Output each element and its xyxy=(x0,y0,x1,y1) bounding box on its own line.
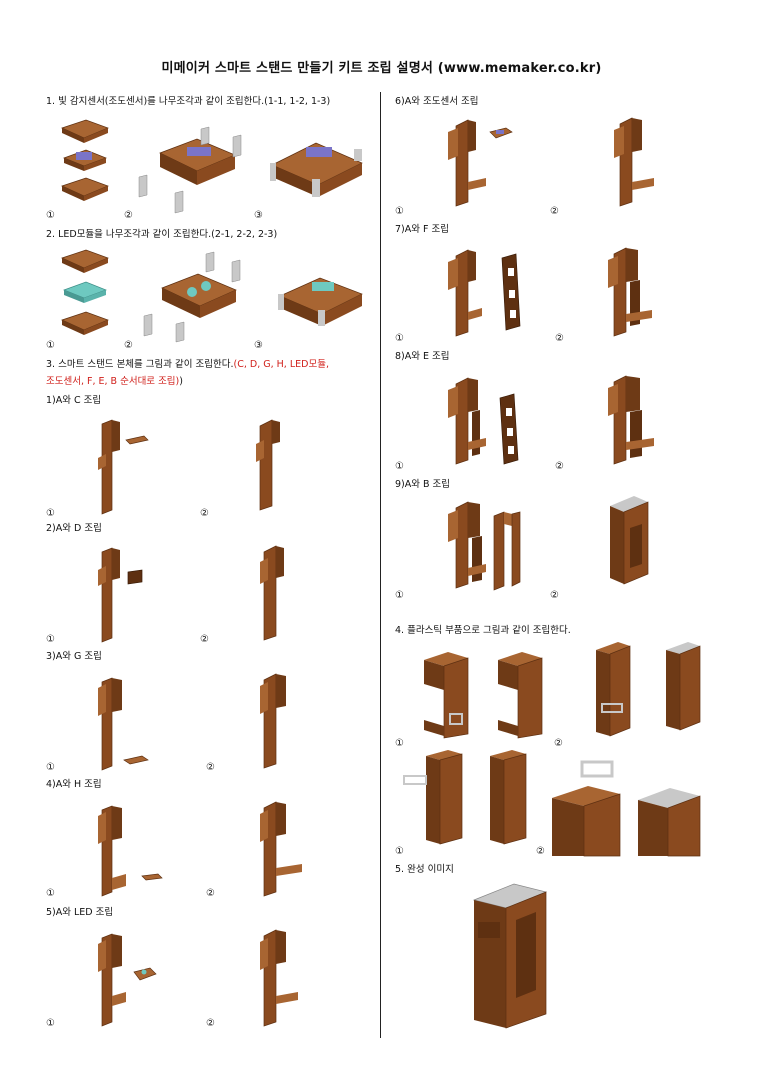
label-3-8-1: ① xyxy=(395,461,404,472)
fig-3-7-2 xyxy=(606,244,662,336)
sub-5-text: 5)A와 LED 조립 xyxy=(46,906,113,919)
fig-4-1a xyxy=(418,650,478,738)
fig-4-2b xyxy=(660,640,710,734)
sub-3-text: 3)A와 G 조립 xyxy=(46,650,102,663)
fig-3-3-1 xyxy=(98,672,158,772)
step-3-red-2: 조도센서, F, E, B 순서대로 조립) xyxy=(46,376,179,387)
fig-2-1 xyxy=(58,248,113,340)
label-3-6-2: ② xyxy=(550,206,559,217)
label-3-3-1: ① xyxy=(46,762,55,773)
fig-1-3 xyxy=(268,125,368,205)
label-2-1: ① xyxy=(46,340,55,351)
label-3-9-2: ② xyxy=(550,590,559,601)
sub-8-text: 8)A와 E 조립 xyxy=(395,350,450,363)
sub-6-text: 6)A와 조도센서 조립 xyxy=(395,95,478,108)
step-5-text: 5. 완성 이미지 xyxy=(395,863,454,876)
fig-3-2-2 xyxy=(258,544,288,640)
fig-3-4-2 xyxy=(258,800,308,896)
page-title: 미메이커 스마트 스탠드 만들기 키트 조립 설명서 (www.memaker.… xyxy=(0,57,763,76)
label-3-4-2: ② xyxy=(206,888,215,899)
fig-2-2 xyxy=(140,250,250,342)
fig-3-1-1 xyxy=(98,414,158,514)
fig-3-6-2 xyxy=(612,114,662,206)
fig-4-2a xyxy=(590,640,640,740)
sub-7-text: 7)A와 F 조립 xyxy=(395,223,449,236)
step-3-black: 3. 스마트 스탠드 본체를 그림과 같이 조립한다. xyxy=(46,359,234,370)
sub-9-text: 9)A와 B 조립 xyxy=(395,478,450,491)
label-4-4: ② xyxy=(536,846,545,857)
label-2-3: ③ xyxy=(254,340,263,351)
fig-4-4b xyxy=(634,784,706,856)
label-2-2: ② xyxy=(124,340,133,351)
label-3-5-1: ① xyxy=(46,1018,55,1029)
label-4-3: ① xyxy=(395,846,404,857)
step-3-close: ) xyxy=(179,376,183,387)
fig-3-2-1 xyxy=(98,542,158,642)
fig-3-7-1 xyxy=(446,244,526,336)
fig-1-2 xyxy=(135,125,250,215)
step-1-text: 1. 빛 감지센서(조도센서)를 나무조각과 같이 조립한다.(1-1, 1-2… xyxy=(46,95,330,108)
fig-3-5-2 xyxy=(258,928,308,1026)
sub-1-text: 1)A와 C 조립 xyxy=(46,394,101,407)
fig-4-4a xyxy=(548,758,626,856)
step-3-text: 3. 스마트 스탠드 본체를 그림과 같이 조립한다.(C, D, G, H, … xyxy=(46,358,329,371)
fig-3-5-1 xyxy=(98,928,168,1026)
label-1-1: ① xyxy=(46,210,55,221)
label-3-8-2: ② xyxy=(555,461,564,472)
fig-5-complete xyxy=(470,880,550,1030)
step-3-text-line2: 조도센서, F, E, B 순서대로 조립)) xyxy=(46,375,183,388)
column-divider xyxy=(380,92,381,1038)
step-3-red-1: (C, D, G, H, LED모듈, xyxy=(234,359,329,370)
step-2-text: 2. LED모듈을 나무조각과 같이 조립한다.(2-1, 2-2, 2-3) xyxy=(46,228,277,241)
label-3-2-2: ② xyxy=(200,634,209,645)
fig-4-3a xyxy=(402,748,472,848)
sub-4-text: 4)A와 H 조립 xyxy=(46,778,102,791)
label-1-3: ③ xyxy=(254,210,263,221)
label-3-7-2: ② xyxy=(555,333,564,344)
fig-3-8-2 xyxy=(606,372,662,466)
fig-2-3 xyxy=(276,262,366,334)
label-4-2: ② xyxy=(554,738,563,749)
fig-3-4-1 xyxy=(98,800,168,896)
fig-3-1-2 xyxy=(254,418,284,510)
fig-4-3b xyxy=(484,748,534,848)
label-3-7-1: ① xyxy=(395,333,404,344)
step-4-text: 4. 플라스틱 부품으로 그림과 같이 조립한다. xyxy=(395,624,571,637)
fig-3-6-1 xyxy=(446,114,516,206)
fig-3-9-1 xyxy=(446,496,526,590)
fig-3-3-2 xyxy=(258,672,288,768)
label-3-1-2: ② xyxy=(200,508,209,519)
label-3-3-2: ② xyxy=(206,762,215,773)
fig-4-1b xyxy=(492,650,552,738)
label-3-5-2: ② xyxy=(206,1018,215,1029)
label-3-2-1: ① xyxy=(46,634,55,645)
label-3-6-1: ① xyxy=(395,206,404,217)
label-1-2: ② xyxy=(124,210,133,221)
label-3-9-1: ① xyxy=(395,590,404,601)
label-3-1-1: ① xyxy=(46,508,55,519)
fig-3-8-1 xyxy=(446,372,526,466)
fig-3-9-2 xyxy=(604,492,654,588)
sub-2-text: 2)A와 D 조립 xyxy=(46,522,102,535)
fig-1-1 xyxy=(58,118,113,208)
label-3-4-1: ① xyxy=(46,888,55,899)
